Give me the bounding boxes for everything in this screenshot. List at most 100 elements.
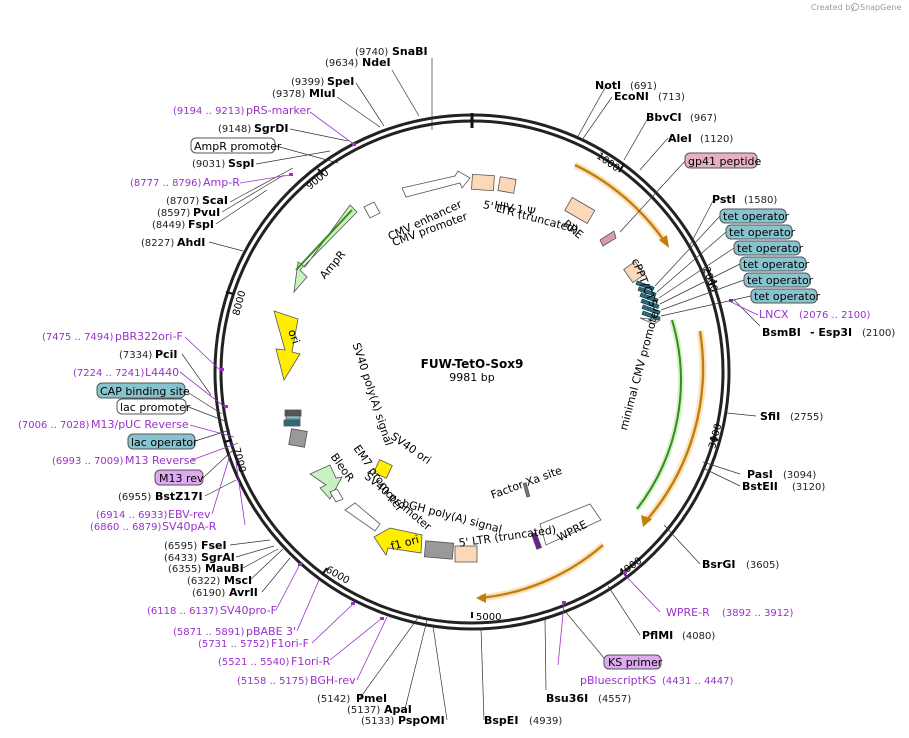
enzyme-pos-spei: (9399) — [291, 77, 324, 88]
primer-f1orir: F1ori-R — [291, 655, 331, 668]
sv40-ori-label: SV40 ori — [388, 430, 433, 467]
enzyme-pos-bsteii: (3120) — [792, 482, 825, 493]
lac-promoter-box: lac promoter — [120, 401, 191, 414]
primer-pos-f1orir: (5521 .. 5540) — [218, 657, 290, 668]
ampr-label: AmpR — [317, 248, 348, 282]
cap-binding-site-box: CAP binding site — [100, 385, 190, 398]
enzyme-pos-pspomi: (5133) — [361, 716, 394, 727]
enzyme-pos-apai: (5137) — [347, 705, 380, 716]
primer-pos-m13puc: (7006 .. 7028) — [18, 420, 90, 431]
primer-pos-lncx: (2076 .. 2100) — [799, 310, 871, 321]
bgh-box — [423, 540, 455, 560]
enzyme-bspei: BspEI — [484, 714, 518, 727]
minimal-cmv-arc — [636, 319, 682, 510]
enzyme-pos-bbvci: (967) — [690, 113, 717, 124]
tet-end-arrow — [639, 317, 662, 325]
primer-pos-pbabe: (5871 .. 5891) — [173, 627, 245, 638]
primer-wpre: WPRE-R — [666, 606, 710, 619]
enzyme-bsmbi: BsmBI — [762, 326, 801, 339]
boxed-features: AmpR promoter CAP binding site lac promo… — [96, 137, 821, 670]
enzyme-fspi: FspI — [188, 218, 214, 231]
primer-pos-wpre: (3892 .. 3912) — [722, 608, 794, 619]
primer-pos-pbr: (7475 .. 7494) — [42, 332, 114, 343]
enzyme-ndei: NdeI — [362, 56, 391, 69]
feature-shapes — [273, 170, 662, 563]
tet-operator-labels: tet operator tet operator tet operator t… — [654, 208, 821, 317]
enzyme-pos-bsu36i: (4557) — [598, 694, 631, 705]
orange-arcs — [476, 161, 707, 603]
factor-xa-mark — [522, 482, 531, 498]
enzyme-bsu36i: Bsu36I — [546, 692, 588, 705]
primer-pbluescript: pBluescriptKS — [580, 674, 656, 687]
enzyme-pcii: PciI — [155, 348, 177, 361]
sv40-promoter-arrow — [344, 502, 381, 532]
enzyme-pos-bspei: (4939) — [529, 716, 562, 727]
enzyme-pos-snabi: (9740) — [355, 47, 388, 58]
enzyme-bsteii: BstEII — [742, 480, 778, 493]
enzyme-maubi: MauBI — [205, 562, 244, 575]
primer-pos-bgh: (5158 .. 5175) — [237, 676, 309, 687]
m13-rev-box: M13 rev — [159, 472, 204, 485]
enzyme-sgrai: SgrAI — [201, 551, 235, 564]
enzyme-pos-bstz17i: (6955) — [118, 492, 151, 503]
enzyme-pos-pasi: (3094) — [783, 470, 816, 481]
enzyme-pos-sgrai: (6433) — [164, 553, 197, 564]
enzyme-ahdi: AhdI — [177, 236, 205, 249]
enzyme-noti: NotI — [595, 79, 621, 92]
primer-pbr: pBR322ori-F — [115, 330, 183, 343]
credit-text: Created by — [811, 3, 855, 12]
svg-text:tet operator: tet operator — [729, 226, 796, 239]
min-cmv-label: minimal CMV promoter — [617, 305, 663, 432]
sv40-polya-gray — [288, 428, 308, 448]
primer-pos-f1orif: (5731 .. 5752) — [198, 639, 270, 650]
snapgene-logo: SnapGene — [851, 3, 901, 12]
primer-sv40pro: SV40pro-F — [220, 604, 277, 617]
ltr-3-box — [454, 545, 478, 563]
enzyme-apai: ApaI — [384, 703, 412, 716]
enzyme-pos-sfii: (2755) — [790, 412, 823, 423]
enzyme-pos-fspi: (8449) — [152, 220, 185, 231]
enzyme-spei: SpeI — [327, 75, 354, 88]
enzyme-pmei: PmeI — [356, 692, 387, 705]
tick-2000: 2000 — [700, 266, 719, 294]
enzyme-esp3i: - Esp3I — [810, 326, 852, 339]
enzyme-pos-scai: (8707) — [166, 196, 199, 207]
plasmid-size: 9981 bp — [449, 371, 494, 384]
primer-m13rev: M13 Reverse — [125, 454, 196, 467]
enzyme-pos-pvui: (8597) — [157, 208, 190, 219]
enzyme-pos-econi: (713) — [658, 92, 685, 103]
enzyme-pos-pflmi: (4080) — [682, 631, 715, 642]
enzyme-pos-alei: (1120) — [700, 134, 733, 145]
primer-ebv: EBV-rev — [168, 508, 211, 521]
ori-arrow — [273, 310, 301, 382]
ori-label: ori — [285, 328, 302, 346]
tick-9000: 9000 — [305, 167, 332, 192]
enzyme-sfii: SfiI — [760, 410, 780, 423]
primer-pos-m13rev: (6993 .. 7009) — [52, 456, 124, 467]
cmv-enhancer-arrow — [401, 170, 471, 198]
enzyme-pos-pmei: (5142) — [317, 694, 350, 705]
em7-arrow — [329, 488, 344, 503]
primer-labels: (9194 .. 9213) pRS-marker (8777 .. 8796)… — [18, 104, 871, 687]
enzyme-snabi: SnaBI — [392, 45, 428, 58]
sv40-polya-label: SV40 poly(A) signal — [350, 341, 396, 447]
enzyme-pos-fsei: (6595) — [164, 541, 197, 552]
svg-text:tet operator: tet operator — [747, 274, 814, 287]
enzyme-pos-msci: (6322) — [187, 576, 220, 587]
enzyme-sgrdi: SgrDI — [254, 122, 288, 135]
ks-primer-box: KS primer — [608, 656, 663, 669]
enzyme-alei: AleI — [668, 132, 692, 145]
enzyme-pvui: PvuI — [193, 206, 220, 219]
primer-prs: pRS-marker — [246, 104, 311, 117]
primer-pos-pbluescript: (4431 .. 4447) — [662, 676, 734, 687]
enzyme-pos-pcii: (7334) — [119, 350, 152, 361]
ampr-promoter-box: AmpR promoter — [194, 140, 282, 153]
enzyme-psti: PstI — [712, 193, 736, 206]
primer-f1orif: F1ori-F — [271, 637, 309, 650]
primer-pbabe: pBABE 3' — [246, 625, 296, 638]
tet-operator-blocks — [635, 280, 661, 322]
primer-pos-ebv: (6914 .. 6933) — [96, 510, 168, 521]
enzyme-pflmi: PflMI — [642, 629, 673, 642]
ampr-promoter-arrow — [363, 201, 381, 219]
